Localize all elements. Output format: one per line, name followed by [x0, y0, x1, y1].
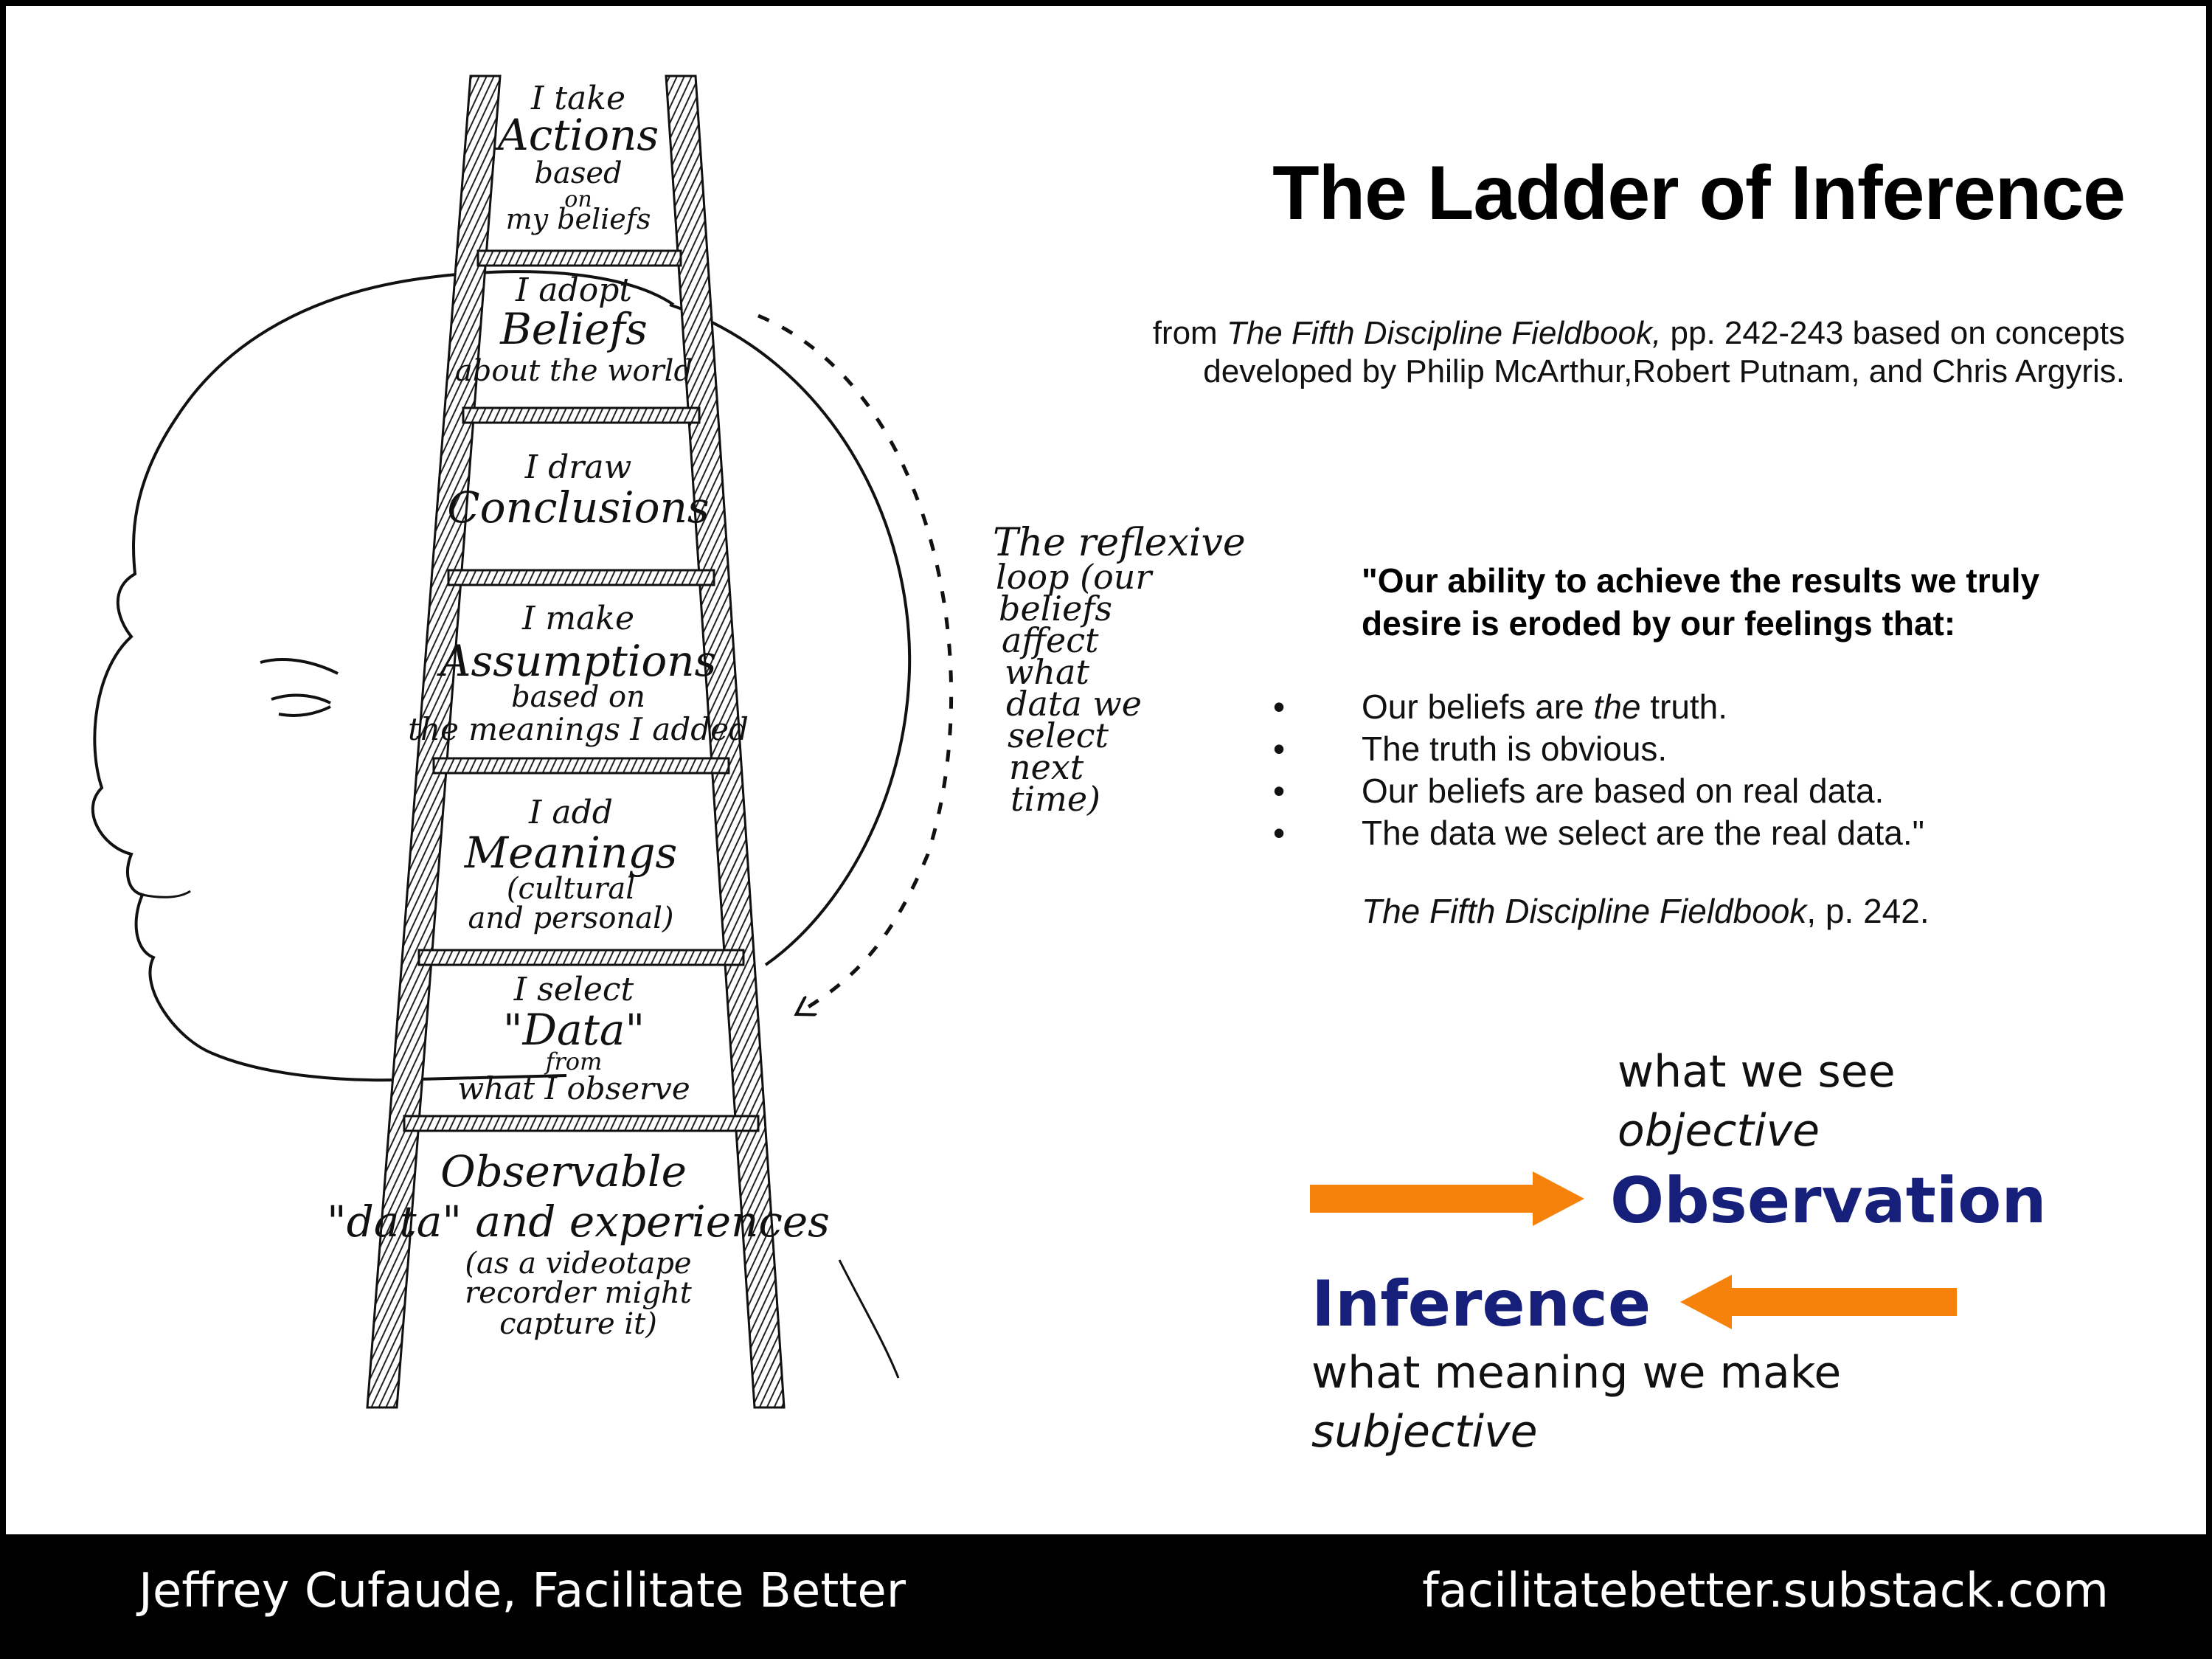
footer-url: facilitatebetter.substack.com [1422, 1564, 2109, 1618]
mouth [142, 890, 191, 898]
rung-assumptions-l1: I make [521, 600, 634, 637]
inference-line1: what meaning we make [1311, 1347, 1842, 1399]
quote-citation: The Fifth Discipline Fieldbook, p. 242. [1362, 891, 1930, 931]
rung-observable-l1: Observable [440, 1146, 687, 1196]
rung-beliefs-l1: I adopt [515, 271, 632, 309]
inference-label: Inference [1311, 1267, 1651, 1341]
rung-data-l1: I select [513, 971, 634, 1008]
rung-actions-l4: on [564, 187, 592, 212]
rung-actions-l5: my beliefs [506, 203, 651, 235]
rung-actions-l3: based [534, 156, 622, 190]
head-back [669, 303, 912, 966]
loop-note-l3: beliefs [999, 589, 1112, 628]
inference-line2: subjective [1311, 1406, 1538, 1458]
head-outline [91, 270, 675, 1082]
cite-rest: , p. 242. [1806, 892, 1930, 930]
rung-meanings-l4: and personal) [468, 901, 674, 935]
bullet-dot: • [1273, 814, 1286, 852]
observation-arrow [1310, 1171, 1584, 1226]
source-rest: pp. 242-243 based on concepts [1661, 315, 2125, 351]
footer-bar: Jeffrey Cufaude, Facilitate Better facil… [0, 1534, 2212, 1659]
rung-actions-l1: I take [530, 80, 625, 117]
observation-label: Observation [1610, 1164, 2047, 1238]
brow [260, 657, 339, 675]
bullet1-pre: Our beliefs are [1362, 688, 1594, 726]
rung-beliefs-l3: about the world [455, 354, 693, 388]
rung-meanings-l1: I add [528, 794, 613, 831]
source-line2: developed by Philip McArthur,Robert Putn… [1203, 353, 2125, 389]
rung-assumptions-l4: the meanings I added [408, 711, 749, 747]
eye [271, 693, 331, 717]
rung-conclusions-l1: I draw [524, 448, 631, 486]
loop-note-l1: The reflexive [993, 521, 1246, 565]
loop-note-l2: loop (our [996, 557, 1154, 597]
rung-assumptions-l3: based on [511, 680, 645, 714]
rung-actions-l2: Actions [494, 110, 659, 160]
bullet-dot: • [1273, 772, 1286, 810]
bullet3-text: Our beliefs are based on real data. [1362, 772, 1885, 810]
bullet-dot: • [1273, 688, 1286, 726]
source-prefix: from [1152, 315, 1227, 351]
observation-line1: what we see [1618, 1046, 1896, 1098]
reflexive-loop-arrow [757, 314, 954, 1013]
inference-arrow [1680, 1275, 1957, 1329]
bullet2-text: The truth is obvious. [1362, 730, 1668, 768]
observation-line2: objective [1618, 1105, 1820, 1157]
loop-note-l8: next [1009, 747, 1084, 787]
rung-meanings-l2: Meanings [464, 828, 677, 878]
rung-data-l2: "Data" [503, 1005, 645, 1055]
rung-data-l3: from [544, 1047, 603, 1076]
bullet-item: • The truth is obvious. [1273, 728, 2158, 770]
bullet-dot: • [1273, 730, 1286, 768]
neck [838, 1259, 900, 1379]
rung-observable-l2: "data" and experiences [327, 1196, 830, 1247]
quote-intro: "Our ability to achieve the results we t… [1362, 561, 2040, 643]
source-credit: from The Fifth Discipline Fieldbook, pp.… [1019, 314, 2125, 391]
bullet-item: • The data we select are the real data." [1273, 812, 2158, 854]
cite-book: The Fifth Discipline Fieldbook [1362, 892, 1807, 930]
bullet1-em: the [1593, 688, 1641, 726]
bullet-item: • Our beliefs are the truth. [1273, 686, 2158, 728]
rung-meanings-l3: (cultural [507, 872, 635, 906]
quote-bullets: • Our beliefs are the truth. • The truth… [1273, 686, 2158, 854]
loop-note-l9: time) [1010, 779, 1100, 819]
rung-beliefs-l2: Beliefs [499, 304, 648, 354]
page-title: The Ladder of Inference [1272, 150, 2126, 236]
rung-conclusions-l2: Conclusions [447, 482, 709, 533]
loop-note-l5: what [1005, 652, 1089, 692]
rung-assumptions-l2: Assumptions [437, 636, 717, 686]
bullet1-post: truth. [1640, 688, 1728, 726]
loop-note-l7: select [1008, 716, 1109, 755]
source-book: The Fifth Discipline Fieldbook, [1226, 315, 1662, 351]
rung-observable-l4: recorder might [465, 1276, 693, 1310]
ladder-rungs [403, 249, 760, 1132]
slide: I take Actions based on my beliefs I ado… [6, 6, 2206, 1534]
rung-observable-l3: (as a videotape [465, 1247, 691, 1281]
bullet4-text: The data we select are the real data." [1362, 814, 1924, 852]
ladder-illustration: I take Actions based on my beliefs I ado… [91, 75, 1957, 1409]
loop-note-l6: data we [1006, 684, 1142, 724]
footer-author: Jeffrey Cufaude, Facilitate Better [139, 1564, 906, 1618]
rung-observable-l5: capture it) [499, 1307, 657, 1341]
rung-data-l4: what I observe [457, 1070, 690, 1106]
bullet-item: • Our beliefs are based on real data. [1273, 770, 2158, 812]
loop-note-l4: affect [1002, 620, 1099, 660]
